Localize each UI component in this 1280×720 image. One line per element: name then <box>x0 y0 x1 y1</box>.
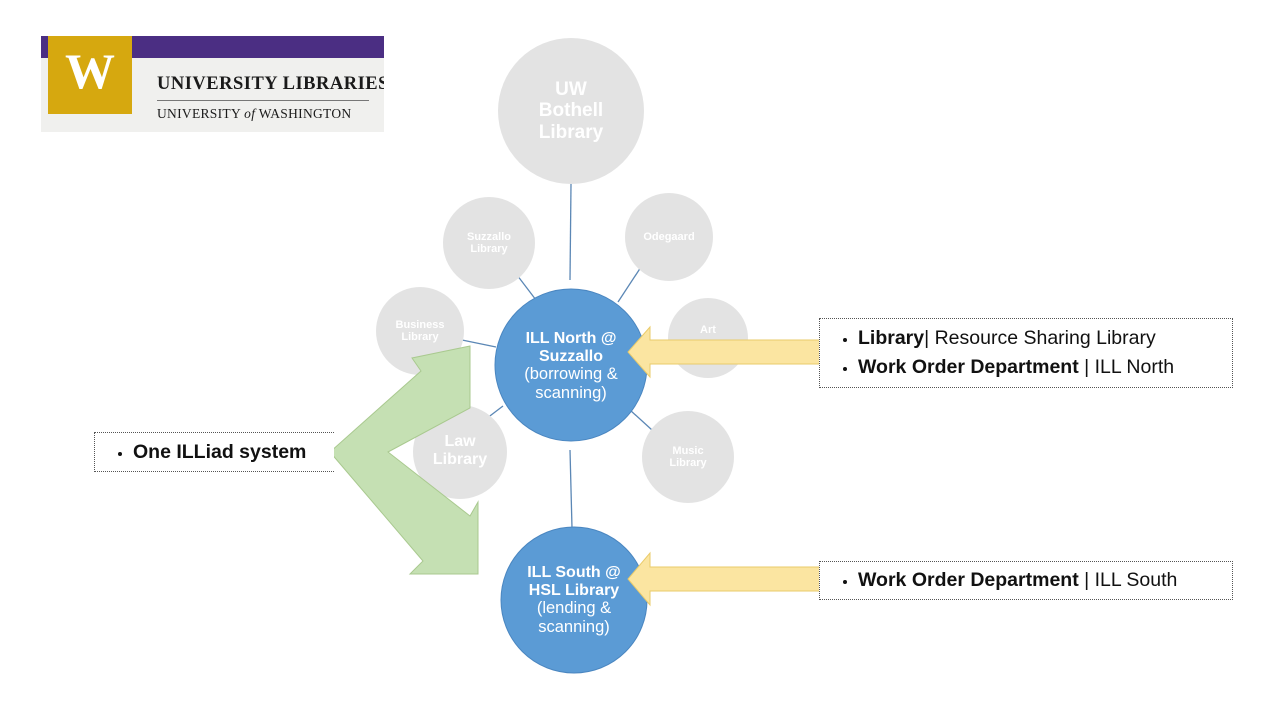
connector-suzzallo <box>516 274 537 301</box>
node-uw-bothell-library <box>498 38 644 184</box>
node-music-library <box>642 411 734 503</box>
callout-illiad-list: One ILLiad system <box>95 438 334 467</box>
logo-line-university-libraries: UNIVERSITY LIBRARIES <box>157 74 384 94</box>
connector-odegaard <box>617 266 642 303</box>
logo-w-letter: W <box>65 43 115 99</box>
uw-libraries-logo: W UNIVERSITY LIBRARIES UNIVERSITY of WAS… <box>41 36 384 132</box>
node-suzzallo-library <box>443 197 535 289</box>
node-art <box>668 298 748 378</box>
green-chevron-arrow <box>329 345 479 575</box>
callout-ill-north-list: Library| Resource Sharing Library Work O… <box>820 324 1232 382</box>
callout-illiad: One ILLiad system <box>94 432 334 472</box>
logo-divider <box>157 100 369 101</box>
arrow-to-ill-south <box>627 551 821 607</box>
connector-business <box>461 339 497 348</box>
callout-ill-north: Library| Resource Sharing Library Work O… <box>819 318 1233 388</box>
callout-item: One ILLiad system <box>133 438 334 467</box>
callout-ill-south: Work Order Department | ILL South <box>819 561 1233 600</box>
connector-bothell <box>569 183 572 281</box>
connector-lines <box>461 183 653 529</box>
logo-gold-box <box>48 36 132 114</box>
connector-ill-south <box>569 449 573 529</box>
node-ill-north <box>494 288 648 442</box>
callout-item: Work Order Department | ILL North <box>858 353 1232 382</box>
node-ill-south <box>500 526 648 674</box>
arrow-to-ill-north <box>627 325 821 379</box>
callout-item: Library| Resource Sharing Library <box>858 324 1232 353</box>
logo-line-university-of-washington: UNIVERSITY of WASHINGTON <box>157 106 352 121</box>
node-law-library <box>413 405 507 499</box>
callout-ill-south-list: Work Order Department | ILL South <box>820 566 1232 595</box>
connector-music <box>629 409 653 431</box>
callout-item: Work Order Department | ILL South <box>858 566 1232 595</box>
node-odegaard <box>625 193 713 281</box>
